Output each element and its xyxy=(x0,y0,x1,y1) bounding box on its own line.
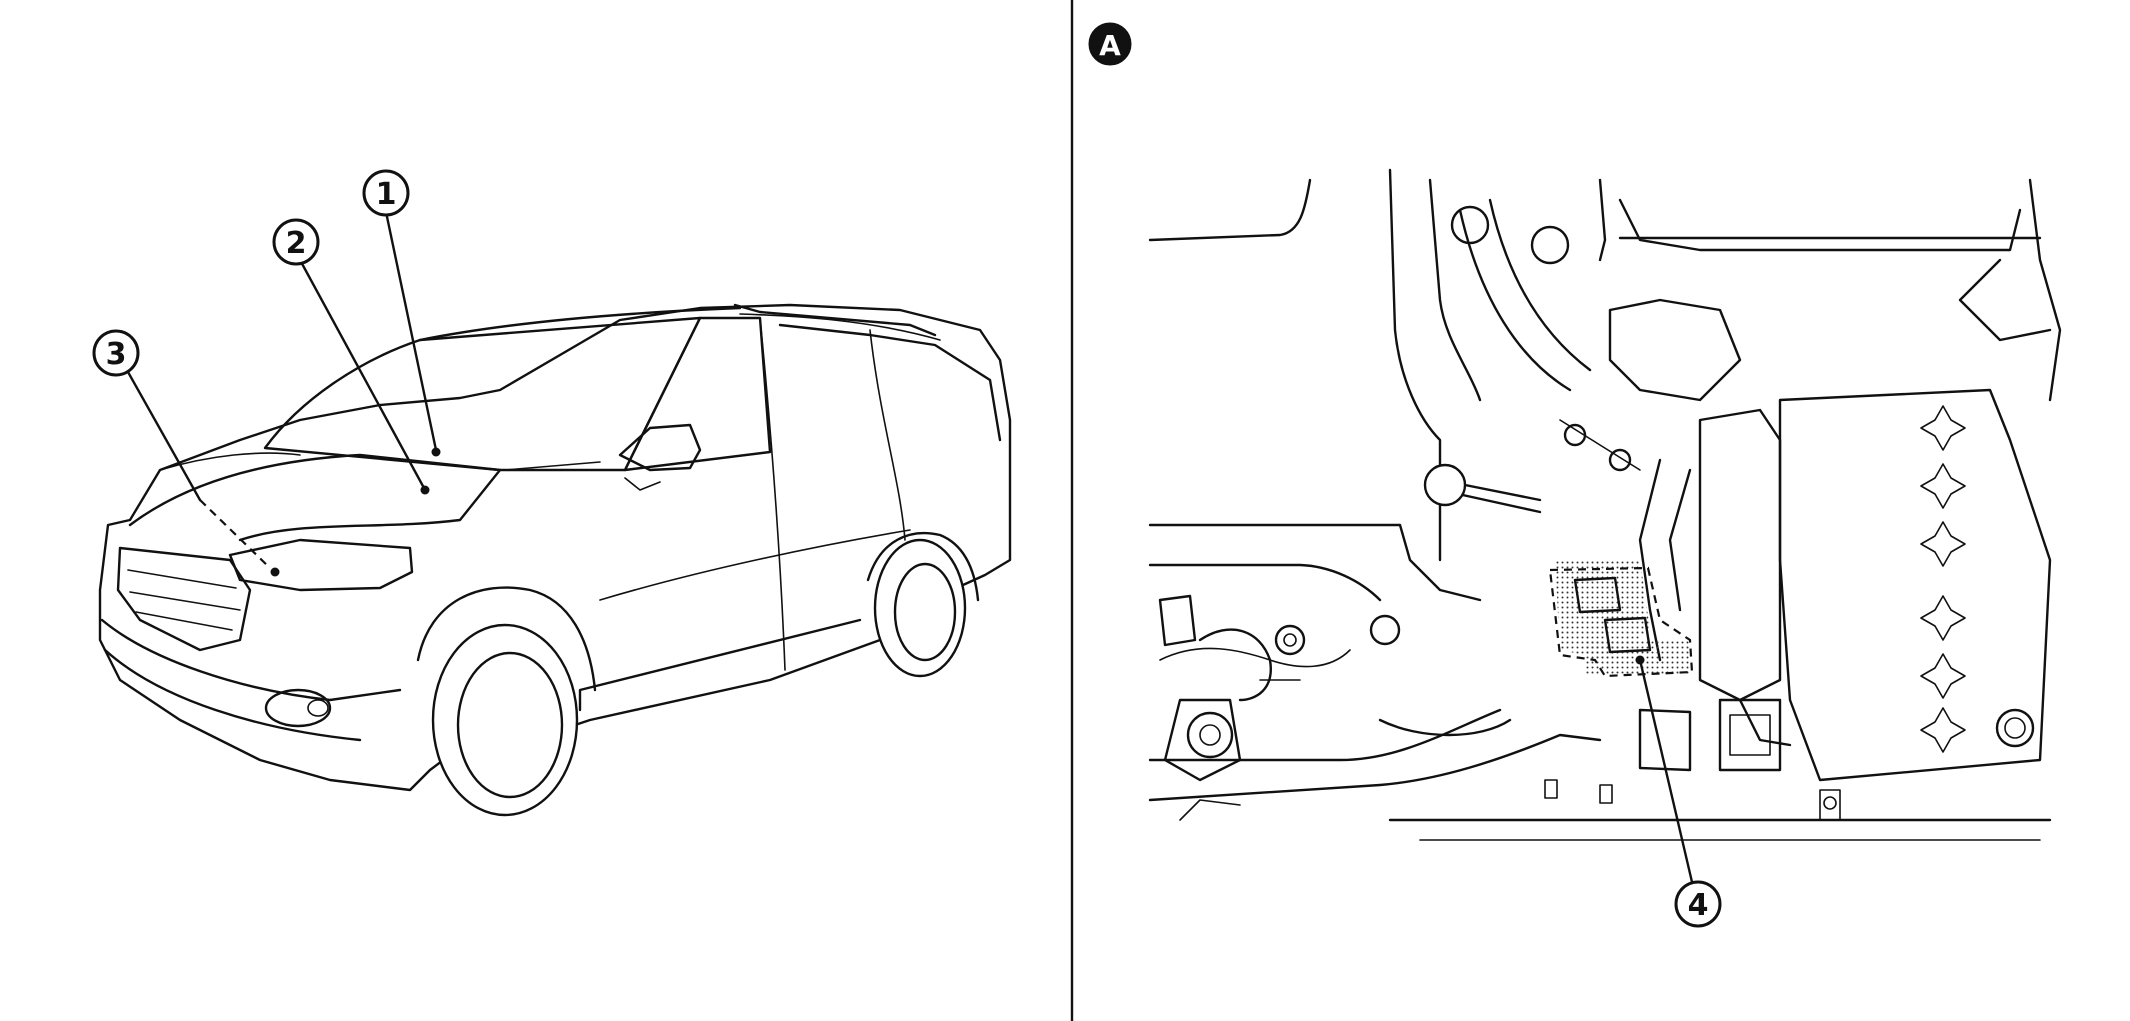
callout-1-label: 1 xyxy=(376,177,397,212)
panel-a-label: A xyxy=(1088,22,1132,66)
callout-4-label: 4 xyxy=(1688,888,1709,923)
callout-3: 3 xyxy=(92,329,280,577)
highlighted-component xyxy=(1548,560,1694,678)
callout-3-label: 3 xyxy=(106,337,127,372)
panel-a-label-text: A xyxy=(1099,29,1121,62)
callout-2-label: 2 xyxy=(286,226,307,261)
callout-1: 1 xyxy=(362,169,441,457)
callout-4: 4 xyxy=(1635,655,1722,928)
vehicle-illustration xyxy=(98,303,1012,817)
bolt-group xyxy=(1920,405,1966,753)
callout-2: 2 xyxy=(272,218,430,495)
engine-bay-illustration xyxy=(1148,168,2062,841)
